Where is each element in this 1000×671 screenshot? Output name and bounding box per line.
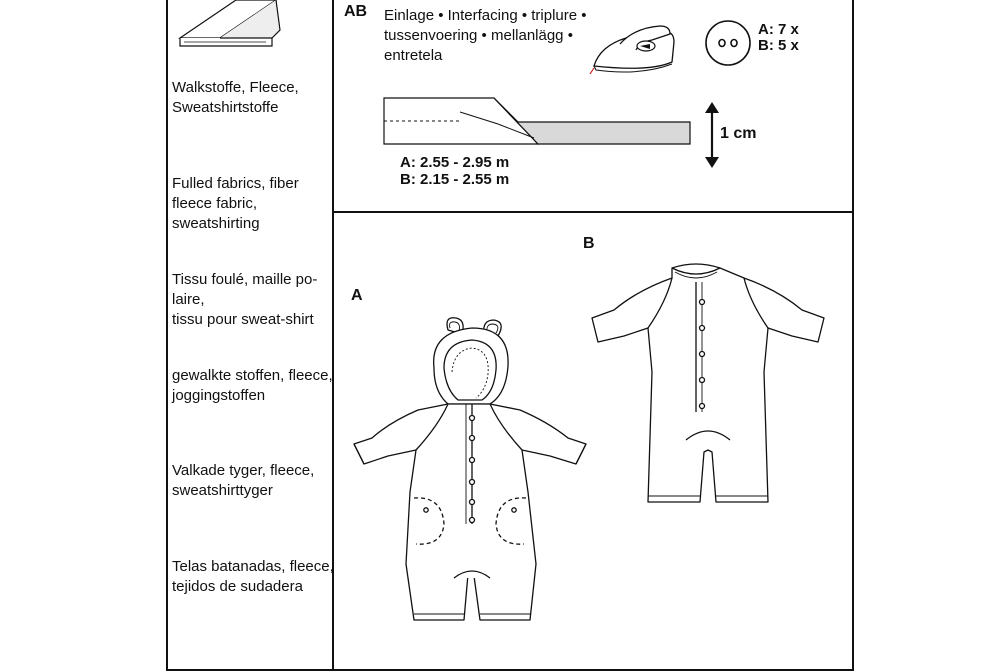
fabric-text-fr: Tissu foulé, maille po-laire,tissu pour …: [172, 271, 318, 328]
coverall-b-drawing: [591, 263, 825, 503]
view-label-b: B: [583, 235, 595, 252]
fabric-fold-icon: [178, 0, 281, 47]
view-label-ab: AB: [344, 3, 368, 20]
coverall-a-drawing: [353, 317, 587, 621]
iron-icon: [589, 25, 675, 75]
fabric-text-es: Telas batanadas, fleece,tejidos de sudad…: [172, 558, 334, 595]
interfacing-width: 1 cm: [720, 125, 757, 142]
interfacing-lengths: A: 2.55 - 2.95 m B: 2.15 - 2.55 m: [400, 154, 510, 188]
button-icon: [705, 20, 751, 66]
view-label-a: A: [351, 287, 363, 304]
section-divider: [332, 211, 854, 213]
interfacing-text: Einlage • Interfacing • triplure • tusse…: [384, 7, 587, 64]
fabric-text-de: Walkstoffe, Fleece,Sweatshirtstoffe: [172, 79, 299, 116]
fabric-text-nl: gewalkte stoffen, fleece,joggingstoffen: [172, 367, 333, 404]
fabric-text-sv: Valkade tyger, fleece,sweatshirttyger: [172, 462, 315, 499]
button-counts: A: 7 x B: 5 x: [758, 21, 799, 54]
double-arrow-icon: [705, 102, 719, 168]
interfacing-strip: [383, 97, 691, 145]
